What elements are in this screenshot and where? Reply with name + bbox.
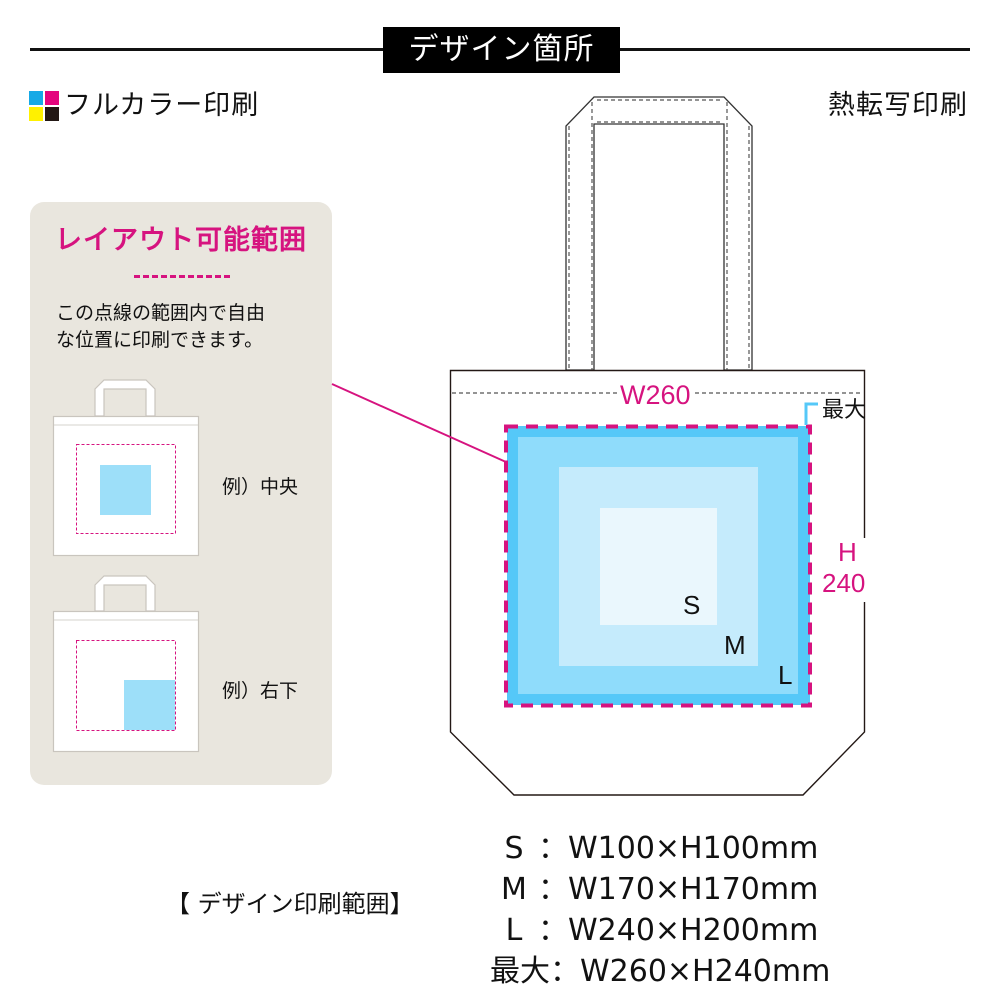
bag-example-center-icon bbox=[52, 379, 200, 557]
page-title: デザイン箇所 bbox=[383, 27, 620, 73]
layout-range-panel: レイアウト可能範囲 この点線の範囲内で自由 な位置に印刷できます。 例）中央 例… bbox=[30, 202, 332, 785]
bag-example-bottom-right-icon bbox=[52, 575, 200, 753]
max-area-label: 最大 bbox=[822, 398, 867, 423]
dashed-line-legend bbox=[134, 275, 230, 278]
tote-bag-diagram bbox=[331, 96, 866, 796]
bag-handle-left bbox=[565, 96, 753, 371]
print-range-row-s: S：W100×H100mm bbox=[504, 831, 819, 866]
example-center-label: 例）中央 bbox=[222, 476, 299, 498]
height-dimension-label-value: 240 bbox=[822, 568, 866, 598]
size-label-m: M bbox=[724, 630, 746, 660]
size-label-s: S bbox=[683, 590, 701, 620]
layout-range-title: レイアウト可能範囲 bbox=[55, 225, 307, 256]
example-bottom-right-label: 例）右下 bbox=[222, 680, 299, 702]
layout-range-description: この点線の範囲内で自由 な位置に印刷できます。 bbox=[56, 302, 266, 351]
size-label-l: L bbox=[778, 660, 793, 690]
print-range-label: 【 デザイン印刷範囲】 bbox=[166, 890, 414, 918]
print-range-row-m: M：W170×H170mm bbox=[501, 872, 819, 907]
width-dimension-label: W260 bbox=[620, 380, 691, 410]
print-range-row-l: L：W240×H200mm bbox=[505, 913, 819, 948]
full-color-print-label: フルカラー印刷 bbox=[64, 90, 260, 121]
heat-transfer-print-label: 熱転写印刷 bbox=[828, 90, 968, 121]
height-dimension-label-h: H bbox=[838, 537, 857, 567]
print-range-list: S：W100×H100mm M：W170×H170mm L：W240×H200m… bbox=[490, 828, 830, 992]
cmyk-swatch-icon bbox=[29, 91, 59, 121]
print-range-row-max: 最大：W260×H240mm bbox=[490, 954, 831, 989]
